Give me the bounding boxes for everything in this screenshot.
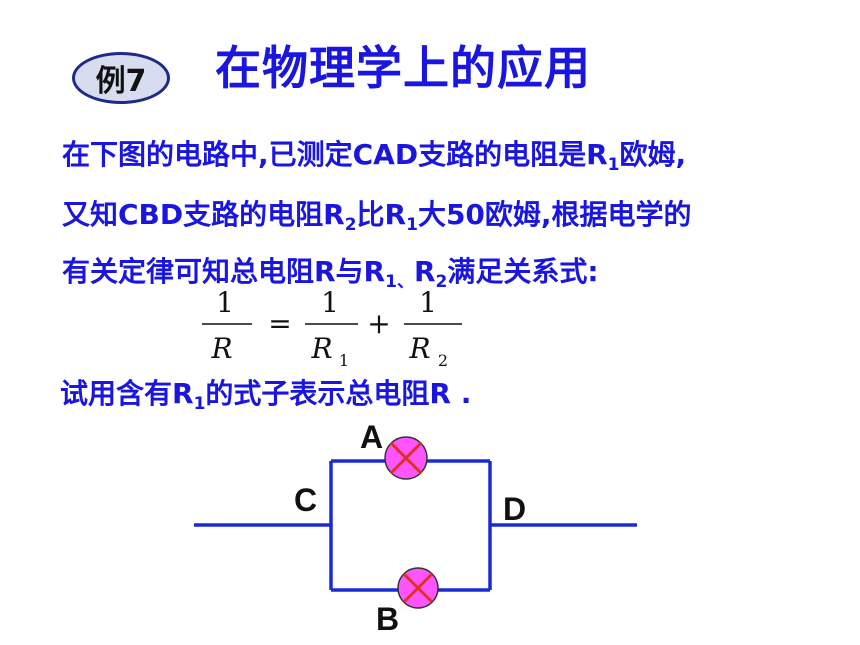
problem-line-4: 试用含有R1的式子表示总电阻R . xyxy=(60,377,472,414)
formula-den-2: R xyxy=(310,332,332,365)
problem-line-3: 有关定律可知总电阻R与R1、R2满足关系式: xyxy=(62,255,599,292)
formula-den-3-sub: 2 xyxy=(438,351,448,370)
example-badge: 例7 xyxy=(72,52,170,104)
label-a: A xyxy=(360,419,383,455)
circuit-wires xyxy=(194,459,637,592)
formula-plus: + xyxy=(367,307,390,340)
lamp-a xyxy=(384,436,428,480)
formula-num-2: 1 xyxy=(321,286,339,319)
formula-num-3: 1 xyxy=(419,286,437,319)
problem-line-1: 在下图的电路中,已测定CAD支路的电阻是R1欧姆, xyxy=(62,138,687,175)
formula-den-3: R xyxy=(408,332,430,365)
formula-den-1: R xyxy=(210,332,232,365)
lamp-b xyxy=(397,567,439,609)
formula-num-1: 1 xyxy=(216,286,234,319)
formula: 1 R = 1 R 1 + 1 R 2 xyxy=(202,286,462,370)
label-d: D xyxy=(503,491,526,527)
problem-line-2: 又知CBD支路的电阻R2比R1大50欧姆,根据电学的 xyxy=(62,198,692,235)
label-b: B xyxy=(376,601,399,637)
page-title: 在物理学上的应用 xyxy=(215,41,591,95)
circuit-diagram: A C D B xyxy=(194,419,637,637)
label-c: C xyxy=(294,482,317,518)
formula-equals: = xyxy=(268,307,291,340)
formula-den-2-sub: 1 xyxy=(339,351,349,370)
